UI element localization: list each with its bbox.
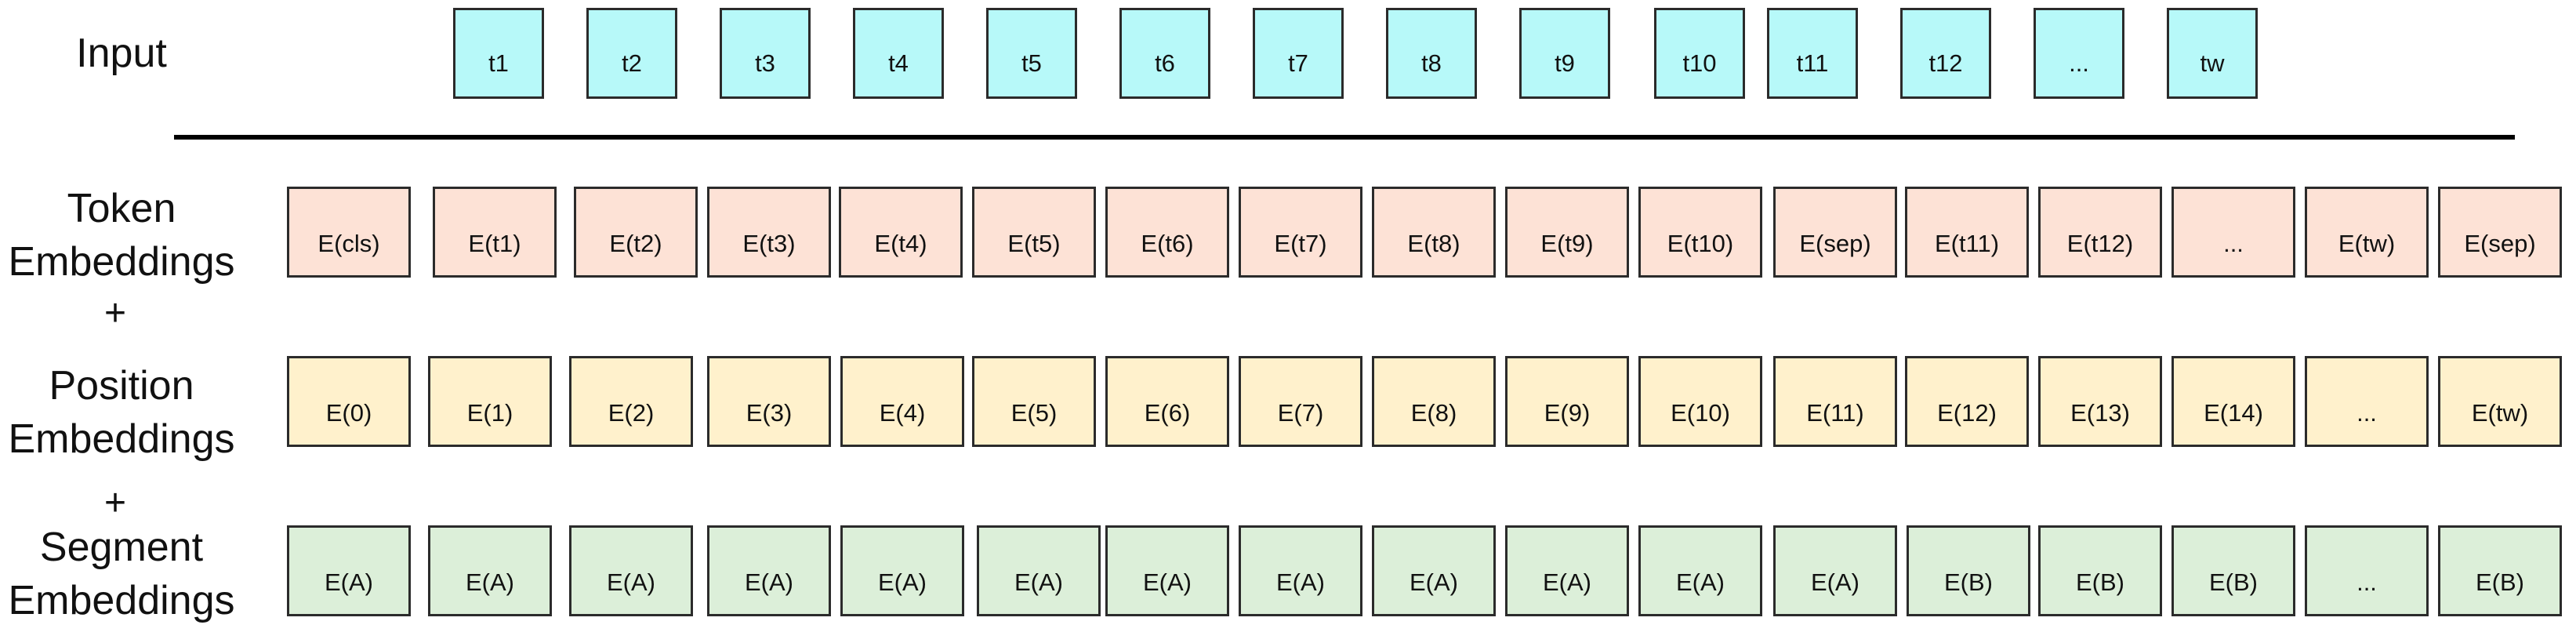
segment-embedding-box: E(B) [2171, 525, 2295, 616]
input-token-box: t8 [1386, 8, 1477, 99]
token-embedding-box: E(t4) [839, 187, 963, 278]
plus-sign-1: + [103, 292, 127, 334]
input-token-box: t7 [1253, 8, 1344, 99]
token-label-line2: Embeddings [8, 239, 235, 285]
input-token-box: ... [2034, 8, 2124, 99]
segment-embedding-box: E(B) [2438, 525, 2562, 616]
position-label-line2: Embeddings [8, 416, 235, 462]
segment-embedding-box: E(A) [1105, 525, 1229, 616]
token-embedding-box: E(sep) [1773, 187, 1897, 278]
token-embedding-box: E(sep) [2438, 187, 2562, 278]
position-embedding-box: E(3) [707, 356, 831, 447]
token-embedding-box: E(t12) [2038, 187, 2162, 278]
segment-embeddings-label: Segment Embeddings [0, 521, 243, 627]
position-embedding-box: E(1) [428, 356, 552, 447]
token-embedding-box: E(t3) [707, 187, 831, 278]
position-embedding-box: E(4) [840, 356, 964, 447]
token-embedding-box: E(t8) [1372, 187, 1496, 278]
token-embedding-box: E(tw) [2305, 187, 2429, 278]
position-label-line1: Position [49, 363, 194, 409]
segment-embedding-box: E(A) [287, 525, 411, 616]
token-embedding-box: E(t7) [1239, 187, 1362, 278]
token-embedding-box: E(t10) [1638, 187, 1762, 278]
segment-label-line1: Segment [39, 525, 204, 570]
segment-embedding-box: ... [2305, 525, 2429, 616]
segment-embedding-box: E(A) [1505, 525, 1629, 616]
token-embedding-box: E(t1) [433, 187, 557, 278]
token-embedding-box: E(t2) [574, 187, 698, 278]
position-embedding-box: E(12) [1905, 356, 2029, 447]
segment-embedding-box: E(A) [1372, 525, 1496, 616]
token-embedding-box: E(t11) [1905, 187, 2029, 278]
position-embedding-box: E(8) [1372, 356, 1496, 447]
position-embedding-box: E(2) [569, 356, 693, 447]
position-embedding-box: E(0) [287, 356, 411, 447]
input-token-box: t6 [1119, 8, 1210, 99]
token-label-line1: Token [67, 186, 176, 231]
position-embedding-box: E(11) [1773, 356, 1897, 447]
segment-embedding-box: E(A) [840, 525, 964, 616]
input-token-box: t9 [1519, 8, 1610, 99]
token-embedding-box: E(t6) [1105, 187, 1229, 278]
segment-embedding-box: E(A) [1638, 525, 1762, 616]
input-token-box: t1 [453, 8, 544, 99]
position-embedding-box: E(9) [1505, 356, 1629, 447]
position-embedding-box: ... [2305, 356, 2429, 447]
token-embedding-box: E(t5) [972, 187, 1096, 278]
position-embedding-box: E(5) [972, 356, 1096, 447]
segment-embedding-box: E(A) [1239, 525, 1362, 616]
segment-embedding-box: E(B) [2038, 525, 2162, 616]
position-embedding-box: E(tw) [2438, 356, 2562, 447]
position-embeddings-label: Position Embeddings [0, 359, 243, 466]
segment-label-line2: Embeddings [8, 578, 235, 623]
segment-embedding-box: E(A) [428, 525, 552, 616]
input-token-box: t10 [1654, 8, 1745, 99]
segment-embedding-box: E(A) [1773, 525, 1897, 616]
token-embedding-box: ... [2171, 187, 2295, 278]
input-token-box: t11 [1767, 8, 1858, 99]
position-embedding-box: E(13) [2038, 356, 2162, 447]
input-token-box: t12 [1900, 8, 1991, 99]
position-embedding-box: E(7) [1239, 356, 1362, 447]
input-token-box: t5 [986, 8, 1077, 99]
position-embedding-box: E(10) [1638, 356, 1762, 447]
input-token-box: t2 [586, 8, 677, 99]
token-embedding-box: E(t9) [1505, 187, 1629, 278]
segment-embedding-box: E(A) [977, 525, 1101, 616]
segment-embedding-box: E(B) [1907, 525, 2030, 616]
plus-sign-2: + [103, 482, 127, 524]
position-embedding-box: E(6) [1105, 356, 1229, 447]
position-embedding-box: E(14) [2171, 356, 2295, 447]
token-embedding-box: E(cls) [287, 187, 411, 278]
divider-line [174, 135, 2515, 140]
input-token-box: tw [2167, 8, 2258, 99]
token-embeddings-label: Token Embeddings [0, 182, 243, 289]
input-label: Input [76, 31, 167, 76]
segment-embedding-box: E(A) [707, 525, 831, 616]
input-token-box: t4 [853, 8, 944, 99]
input-token-box: t3 [720, 8, 811, 99]
segment-embedding-box: E(A) [569, 525, 693, 616]
